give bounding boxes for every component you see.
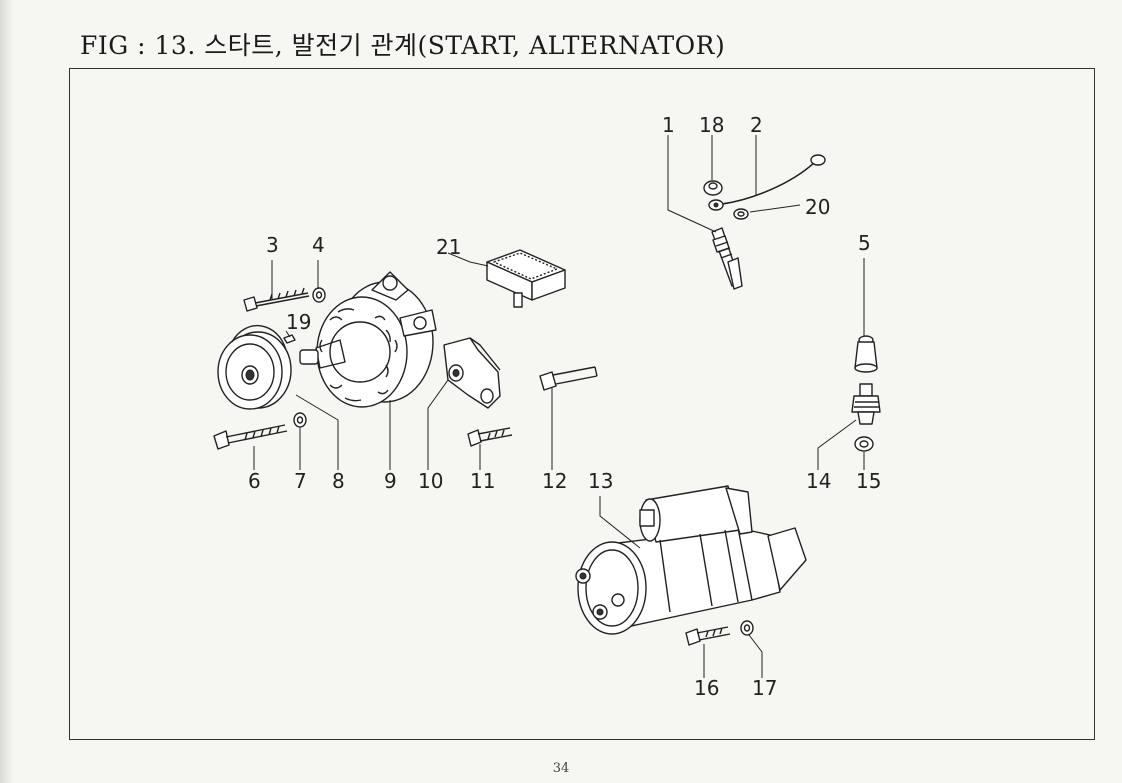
part-18-nut <box>703 180 723 196</box>
part-6-bolt <box>213 424 288 450</box>
part-4-nut <box>312 287 326 303</box>
callout-17: 17 <box>752 676 777 700</box>
part-7-nut <box>293 412 307 428</box>
callout-10: 10 <box>418 469 443 493</box>
callout-2: 2 <box>750 113 763 137</box>
figure-title: FIG : 13. 스타트, 발전기 관계(START, ALTERNATOR) <box>80 31 726 60</box>
callout-1: 1 <box>662 113 675 137</box>
part-3-long-bolt <box>243 287 310 312</box>
callout-18: 18 <box>699 113 724 137</box>
callout-4: 4 <box>312 233 325 257</box>
part-16-bolt <box>685 626 731 646</box>
callout-6: 6 <box>248 469 261 493</box>
page-number: 34 <box>552 761 570 776</box>
part-2-wire-lead <box>708 154 826 211</box>
callout-5: 5 <box>858 231 871 255</box>
callout-21: 21 <box>436 235 461 259</box>
part-20-washer <box>733 208 749 220</box>
page-edge-shadow <box>0 0 14 783</box>
part-15-washer <box>854 436 874 452</box>
callout-7: 7 <box>294 469 307 493</box>
callout-8: 8 <box>332 469 345 493</box>
diagram-frame <box>69 68 1095 740</box>
callout-3: 3 <box>266 233 279 257</box>
callout-13: 13 <box>588 469 613 493</box>
part-17-nut <box>740 620 754 636</box>
callout-12: 12 <box>542 469 567 493</box>
part-5-cap <box>854 335 878 373</box>
part-8-pulley <box>217 324 292 410</box>
part-21-bracket-box <box>486 249 566 308</box>
callout-11: 11 <box>470 469 495 493</box>
callout-numbers: 1 18 2 20 3 4 21 5 19 6 7 8 9 10 11 12 1… <box>248 113 881 700</box>
part-14-sender-switch <box>851 383 881 425</box>
part-10-bracket <box>443 337 501 409</box>
callout-9: 9 <box>384 469 397 493</box>
leader-lines <box>253 135 865 678</box>
part-11-small-bolt <box>467 427 513 447</box>
part-1-terminal-plug <box>711 227 743 290</box>
part-9-alternator <box>299 271 437 408</box>
callout-14: 14 <box>806 469 831 493</box>
part-13-starter-motor <box>575 485 807 635</box>
callout-19: 19 <box>286 310 311 334</box>
callout-15: 15 <box>856 469 881 493</box>
callout-20: 20 <box>805 195 830 219</box>
part-12-bolt <box>539 366 598 391</box>
callout-16: 16 <box>694 676 719 700</box>
